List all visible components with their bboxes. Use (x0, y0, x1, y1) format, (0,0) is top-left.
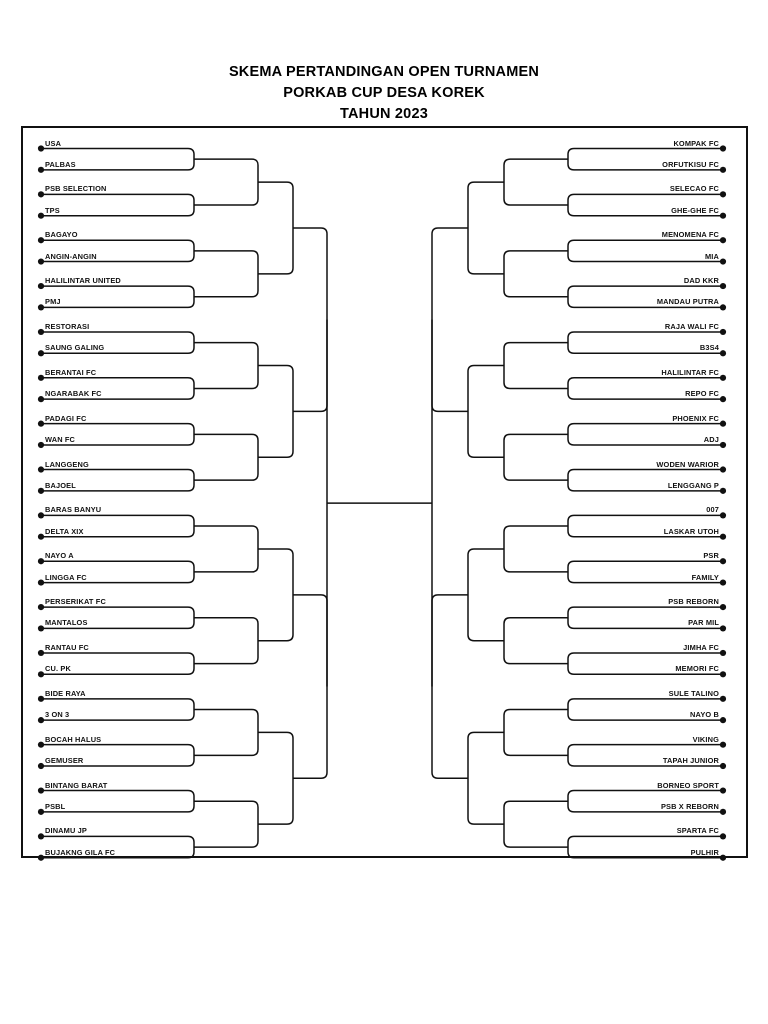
team-name: BIDE RAYA (45, 688, 86, 698)
team-name: USA (45, 138, 62, 148)
team-name: MANDAU PUTRA (656, 297, 719, 307)
team-name: ANGIN-ANGIN (45, 251, 97, 261)
team-name: PULHIR (690, 847, 719, 857)
team-name: MANTALOS (45, 618, 88, 628)
team-name: PERSERIKAT FC (45, 597, 106, 607)
title-line-2: PORKAB CUP DESA KOREK (283, 85, 485, 101)
title-line-1: SKEMA PERTANDINGAN OPEN TURNAMEN (228, 64, 540, 80)
team-name: HALILINTAR FC (661, 367, 719, 377)
team-name: PSR (703, 551, 719, 561)
team-name: SPARTA FC (676, 826, 719, 836)
team-name: BORNEO SPORT (657, 780, 719, 790)
team-name: SELECAO FC (669, 184, 719, 194)
team-name: NGARABAK FC (45, 389, 102, 399)
team-name: RESTORASI (45, 321, 90, 331)
title-line-3: TAHUN 2023 (340, 106, 428, 122)
team-name: WAN FC (45, 434, 76, 444)
team-name: LASKAR UTOH (663, 526, 719, 536)
team-name: DINAMU JP (45, 826, 88, 836)
team-name: TAPAH JUNIOR (662, 756, 719, 765)
team-name: PALBAS (45, 159, 76, 169)
team-name: BAJOEL (45, 480, 76, 490)
team-name: WODEN WARIOR (656, 459, 719, 469)
team-name: PAR MIL (688, 618, 719, 628)
team-name: MENOMENA FC (661, 230, 719, 240)
bracket-frame (21, 126, 748, 858)
team-name: LANGGENG (45, 459, 89, 469)
team-name: GEMUSER (45, 756, 84, 765)
team-name: B3S4 (699, 343, 719, 353)
team-name: BAGAYO (45, 230, 78, 240)
team-name: REPO FC (685, 389, 719, 399)
team-name: 007 (706, 505, 719, 515)
team-name: PHOENIX FC (672, 413, 719, 423)
team-name: SAUNG GALING (45, 343, 105, 353)
team-name: BINTANG BARAT (45, 780, 108, 790)
team-name: BOCAH HALUS (45, 734, 102, 744)
team-name: ORFUTKISU FC (662, 159, 719, 169)
team-name: FAMILY (691, 572, 719, 582)
team-name: 3 ON 3 (45, 710, 70, 720)
team-name: MEMORI FC (675, 664, 719, 674)
team-name: PMJ (45, 297, 61, 307)
team-name: PSB SELECTION (45, 184, 107, 194)
team-name: HALILINTAR UNITED (45, 276, 121, 286)
team-name: NAYO A (45, 551, 74, 561)
team-name: PSB REBORN (668, 597, 719, 607)
team-name: LENGGANG P (667, 480, 719, 490)
team-name: PSBL (45, 801, 66, 811)
team-name: PADAGI FC (45, 413, 87, 423)
team-name: LINGGA FC (45, 572, 87, 582)
page-title: SKEMA PERTANDINGAN OPEN TURNAMEN PORKAB … (0, 62, 768, 125)
team-name: MIA (705, 251, 719, 261)
team-name: NAYO B (690, 710, 719, 720)
team-name: PSB X REBORN (660, 801, 719, 811)
team-name: BERANTAI FC (45, 367, 97, 377)
team-name: CU. PK (45, 664, 71, 674)
team-name: TPS (45, 205, 60, 215)
team-name: BARAS BANYU (45, 505, 102, 515)
team-name: RAJA WALI FC (664, 321, 719, 331)
team-name: DAD KKR (683, 276, 719, 286)
team-name: VIKING (692, 734, 719, 744)
team-name: ADJ (703, 434, 719, 444)
team-name: GHE-GHE FC (671, 205, 719, 215)
team-name: SULE TALINO (668, 688, 719, 698)
team-name: RANTAU FC (45, 642, 89, 652)
team-name: KOMPAK FC (673, 138, 719, 148)
team-name: DELTA XIX (45, 526, 84, 536)
team-name: JIMHA FC (683, 642, 719, 652)
team-name: BUJAKNG GILA FC (45, 847, 116, 857)
